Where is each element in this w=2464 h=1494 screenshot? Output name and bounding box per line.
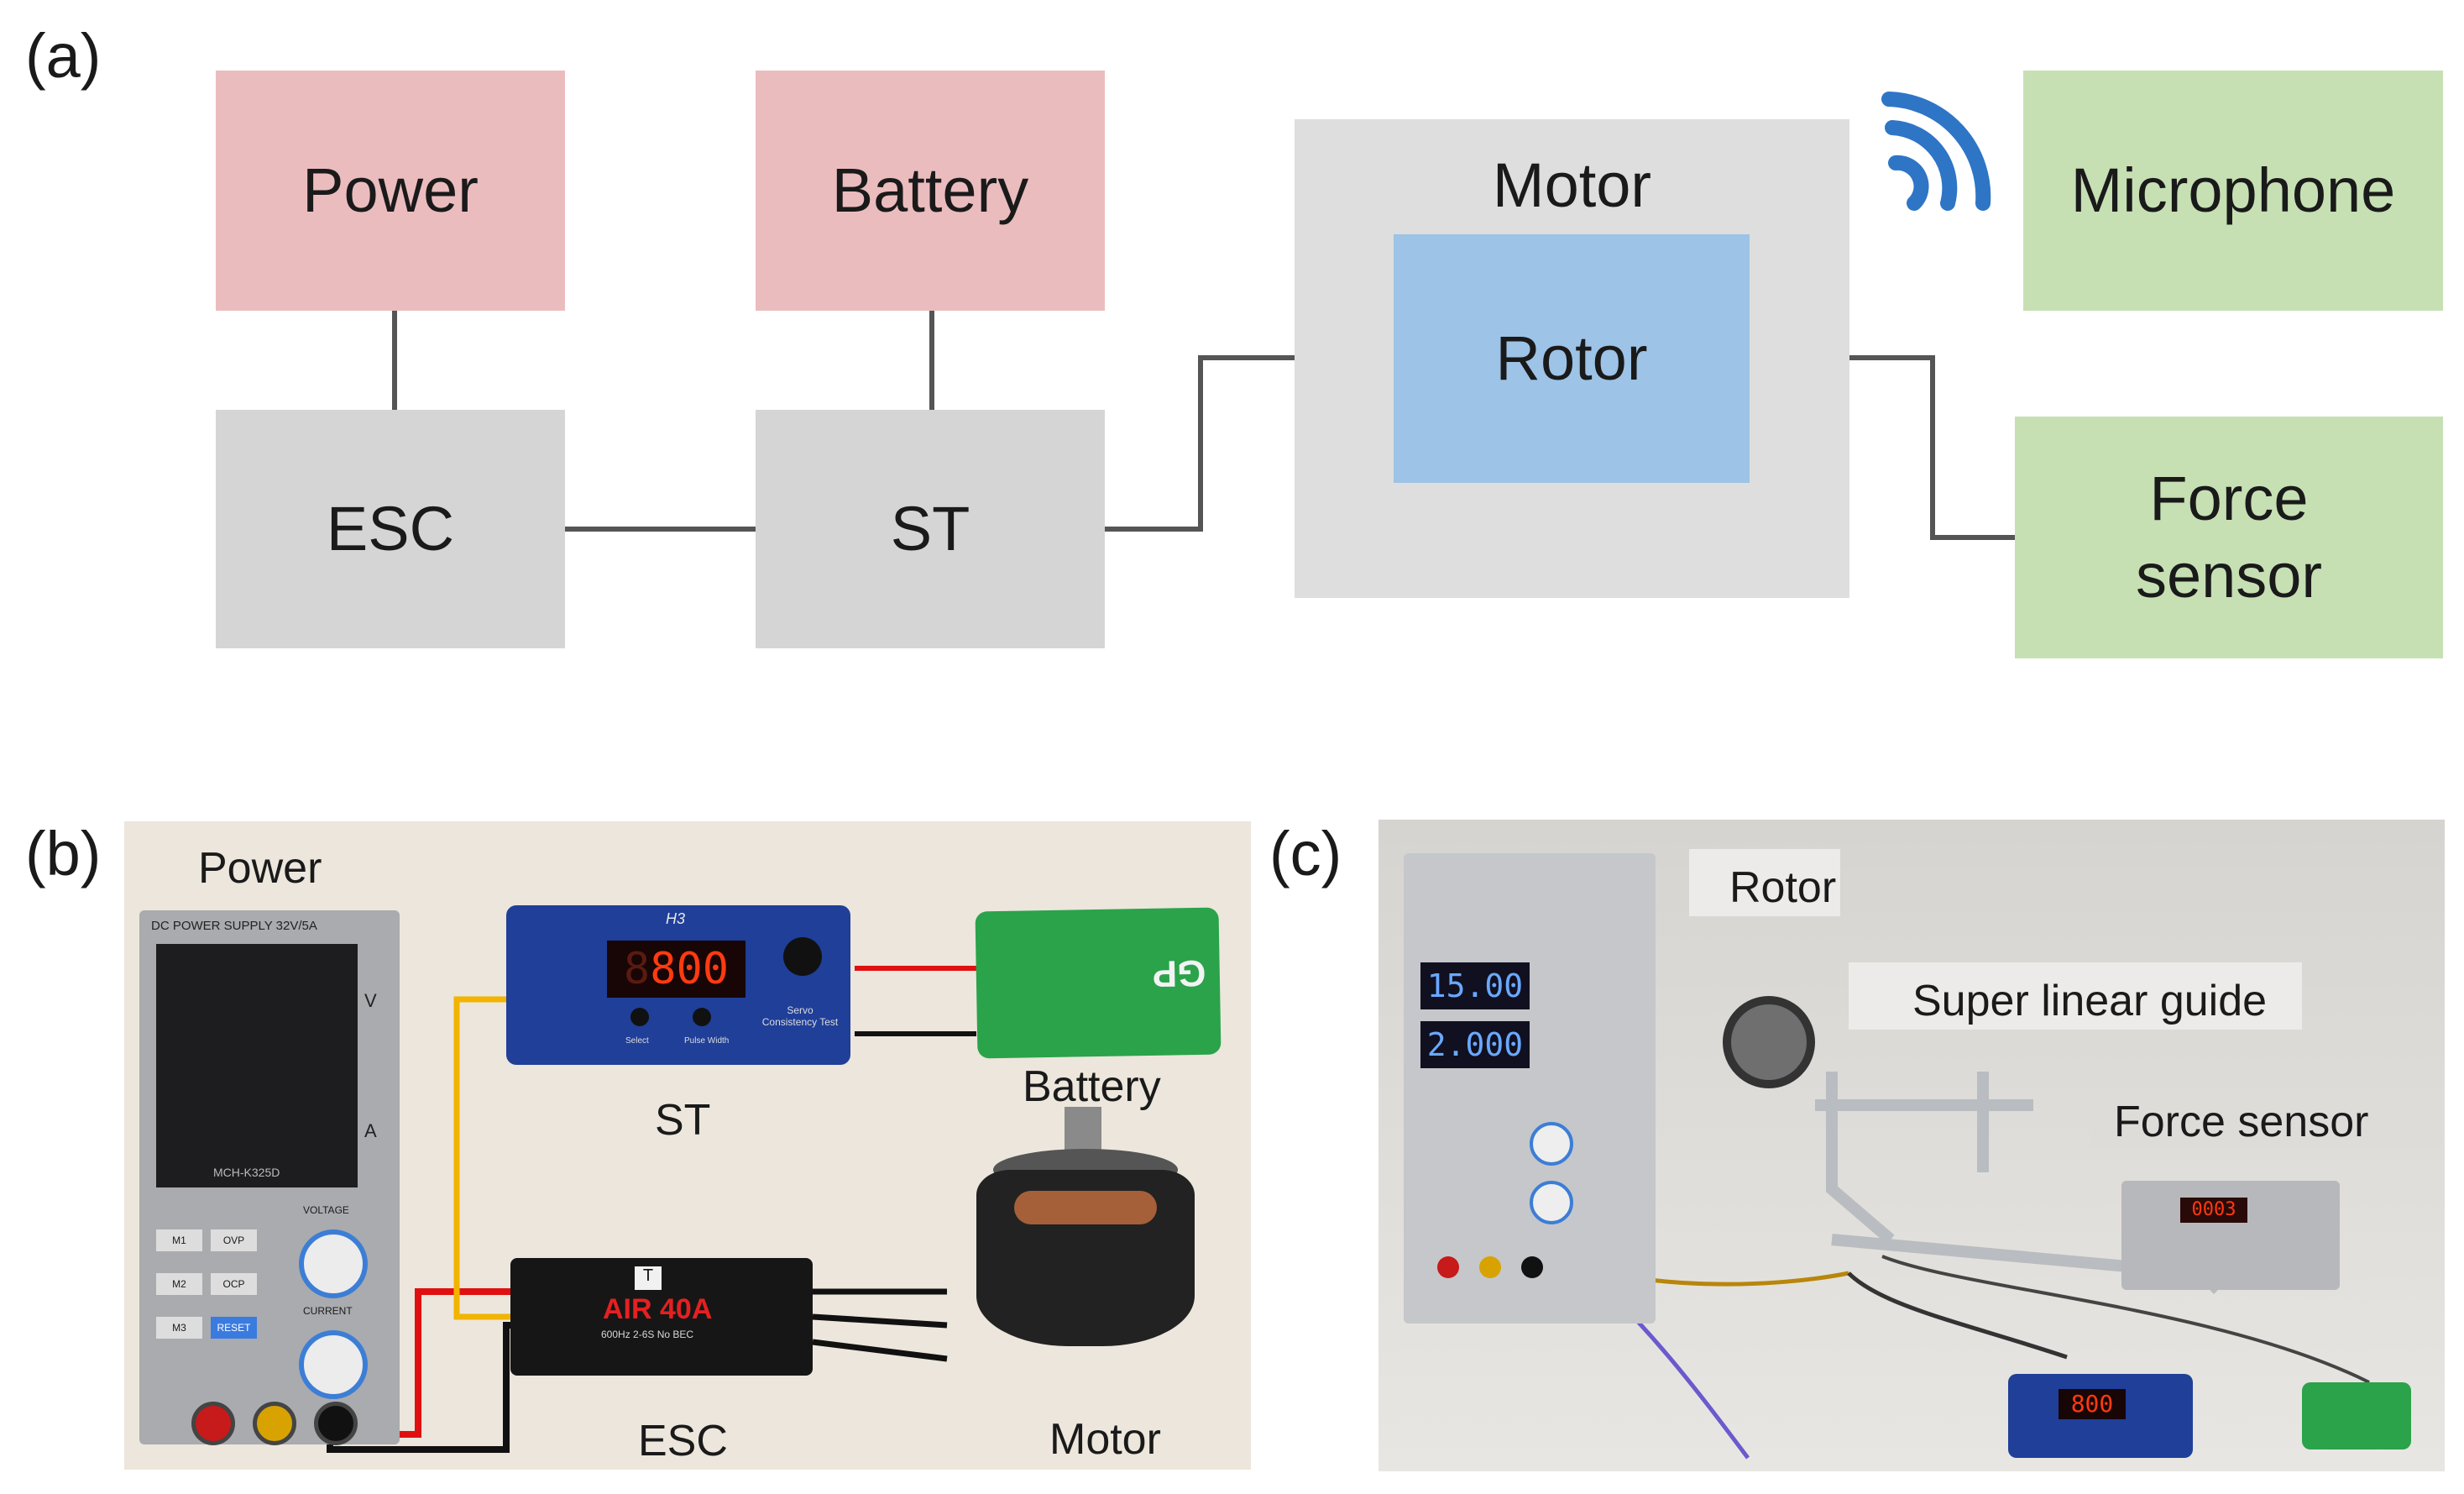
- force-sensor-label-line2: sensor: [2135, 541, 2323, 611]
- battery-box: Battery: [756, 71, 1105, 311]
- photo-c-guide-label: Super linear guide: [1912, 977, 2268, 1025]
- microphone-box: Microphone: [2023, 71, 2443, 311]
- st-box: ST: [756, 410, 1105, 648]
- psu-current-label: CURRENT: [303, 1305, 353, 1317]
- psu-terminal-red: [191, 1402, 235, 1445]
- psu-button-m3: M3: [156, 1317, 202, 1339]
- wifi-icon: [1881, 92, 1991, 211]
- motor-windings: [1014, 1191, 1157, 1224]
- rotor-box-label: Rotor: [1495, 322, 1648, 393]
- st-display-value: 800: [650, 944, 730, 994]
- psu-button-reset: RESET: [211, 1317, 257, 1339]
- photo-b-battery-label: Battery: [1023, 1062, 1161, 1111]
- psu-terminal-yellow: [253, 1402, 296, 1445]
- psu-c-voltage-display: 15.00: [1420, 962, 1530, 1009]
- esc-logo: T: [635, 1266, 662, 1290]
- battery-brand: GP: [1152, 951, 1206, 994]
- force-sensor-label-line1: Force: [2149, 463, 2309, 533]
- battery-box-label: Battery: [831, 155, 1029, 225]
- psu-terminal-black: [314, 1402, 358, 1445]
- motor-photo: [934, 1107, 1237, 1384]
- rotor-box: Rotor: [1394, 234, 1750, 483]
- battery-photo: GP: [975, 907, 1222, 1059]
- psu-c-terminal-yellow: [1479, 1256, 1501, 1278]
- force-sensor-photo: 0003: [2121, 1181, 2340, 1290]
- force-sensor-display: 0003: [2180, 1198, 2247, 1223]
- guide-label-bg: [1849, 962, 2302, 1030]
- esc-box-label: ESC: [326, 493, 455, 564]
- motor-hub-photo: [1723, 996, 1815, 1088]
- photo-c-force-sensor-label: Force sensor: [2114, 1098, 2369, 1146]
- psu-button-ocp: OCP: [211, 1273, 257, 1295]
- psu-title: DC POWER SUPPLY 32V/5A: [151, 919, 317, 933]
- st-display-lead: 8: [623, 944, 651, 994]
- psu-button-ovp: OVP: [211, 1229, 257, 1251]
- st-pulse-button: [693, 1008, 711, 1026]
- photo-c: 15.00 2.000 0003 800 Rotor Super linear …: [1378, 820, 2445, 1471]
- motor-box-label: Motor: [1492, 150, 1652, 220]
- motor-box: Motor Rotor: [1295, 119, 1849, 598]
- photo-c-rotor-label: Rotor: [1729, 863, 1837, 912]
- st-motor-link: [1104, 355, 1295, 532]
- photo-b-motor-label: Motor: [1049, 1415, 1161, 1464]
- psu-c-terminal-black: [1521, 1256, 1543, 1278]
- panel-label-b: (b): [25, 819, 102, 889]
- psu-c-knob: [1530, 1122, 1573, 1166]
- photo-b-st-label: ST: [655, 1096, 711, 1145]
- esc-photo: T AIR 40A 600Hz 2-6S No BEC: [510, 1258, 813, 1376]
- panel-label-c: (c): [1269, 819, 1342, 889]
- force-sensor-label-bg: [2090, 1088, 2443, 1147]
- servo-tester-photo-c: 800: [2008, 1374, 2193, 1458]
- st-select-label: Select: [625, 1036, 649, 1046]
- motor-force-link: [1849, 355, 2015, 540]
- esc-brand: AIR 40A: [603, 1293, 713, 1325]
- psu-v-label: V: [364, 990, 377, 1011]
- power-box-label: Power: [302, 155, 479, 225]
- psu-c-terminal-red: [1437, 1256, 1459, 1278]
- servo-tester-c-display: 800: [2059, 1389, 2126, 1419]
- panel-label-a: (a): [25, 21, 102, 91]
- photo-b-power-label: Power: [198, 844, 322, 893]
- psu-buttons: M1 OVP M2 OCP M3 RESET: [156, 1229, 257, 1339]
- power-supply-photo: DC POWER SUPPLY 32V/5A MCH-K325D V A M1 …: [139, 910, 400, 1445]
- photo-b: DC POWER SUPPLY 32V/5A MCH-K325D V A M1 …: [124, 821, 1251, 1470]
- psu-display: MCH-K325D: [156, 944, 358, 1187]
- servo-tester-photo: H3 8800 Select Pulse Width Servo Consist…: [506, 905, 850, 1065]
- microphone-box-label: Microphone: [2070, 155, 2396, 225]
- battery-photo-c: [2302, 1382, 2411, 1449]
- st-select-button: [630, 1008, 649, 1026]
- esc-box: ESC: [216, 410, 565, 648]
- st-box-label: ST: [890, 493, 970, 564]
- force-sensor-box: Force sensor: [2015, 417, 2443, 658]
- st-knob: [783, 937, 822, 976]
- st-display: 8800: [607, 941, 745, 998]
- st-caption: Servo Consistency Test: [761, 1004, 839, 1029]
- voltage-knob: [299, 1229, 368, 1298]
- rotor-label-bg: [1689, 849, 1840, 916]
- psu-a-label: A: [364, 1120, 377, 1141]
- esc-spec: 600Hz 2-6S No BEC: [601, 1329, 694, 1340]
- photo-b-esc-label: ESC: [638, 1417, 728, 1465]
- st-title: H3: [666, 910, 686, 927]
- psu-c-knob-2: [1530, 1181, 1573, 1224]
- power-box: Power: [216, 71, 565, 311]
- psu-button-m2: M2: [156, 1273, 202, 1295]
- current-knob: [299, 1330, 368, 1399]
- psu-photo-c: 15.00 2.000: [1404, 853, 1656, 1324]
- st-pulse-label: Pulse Width: [684, 1036, 730, 1046]
- psu-model: MCH-K325D: [213, 1166, 280, 1179]
- psu-button-m1: M1: [156, 1229, 202, 1251]
- psu-c-current-display: 2.000: [1420, 1021, 1530, 1068]
- psu-voltage-label: VOLTAGE: [303, 1204, 349, 1216]
